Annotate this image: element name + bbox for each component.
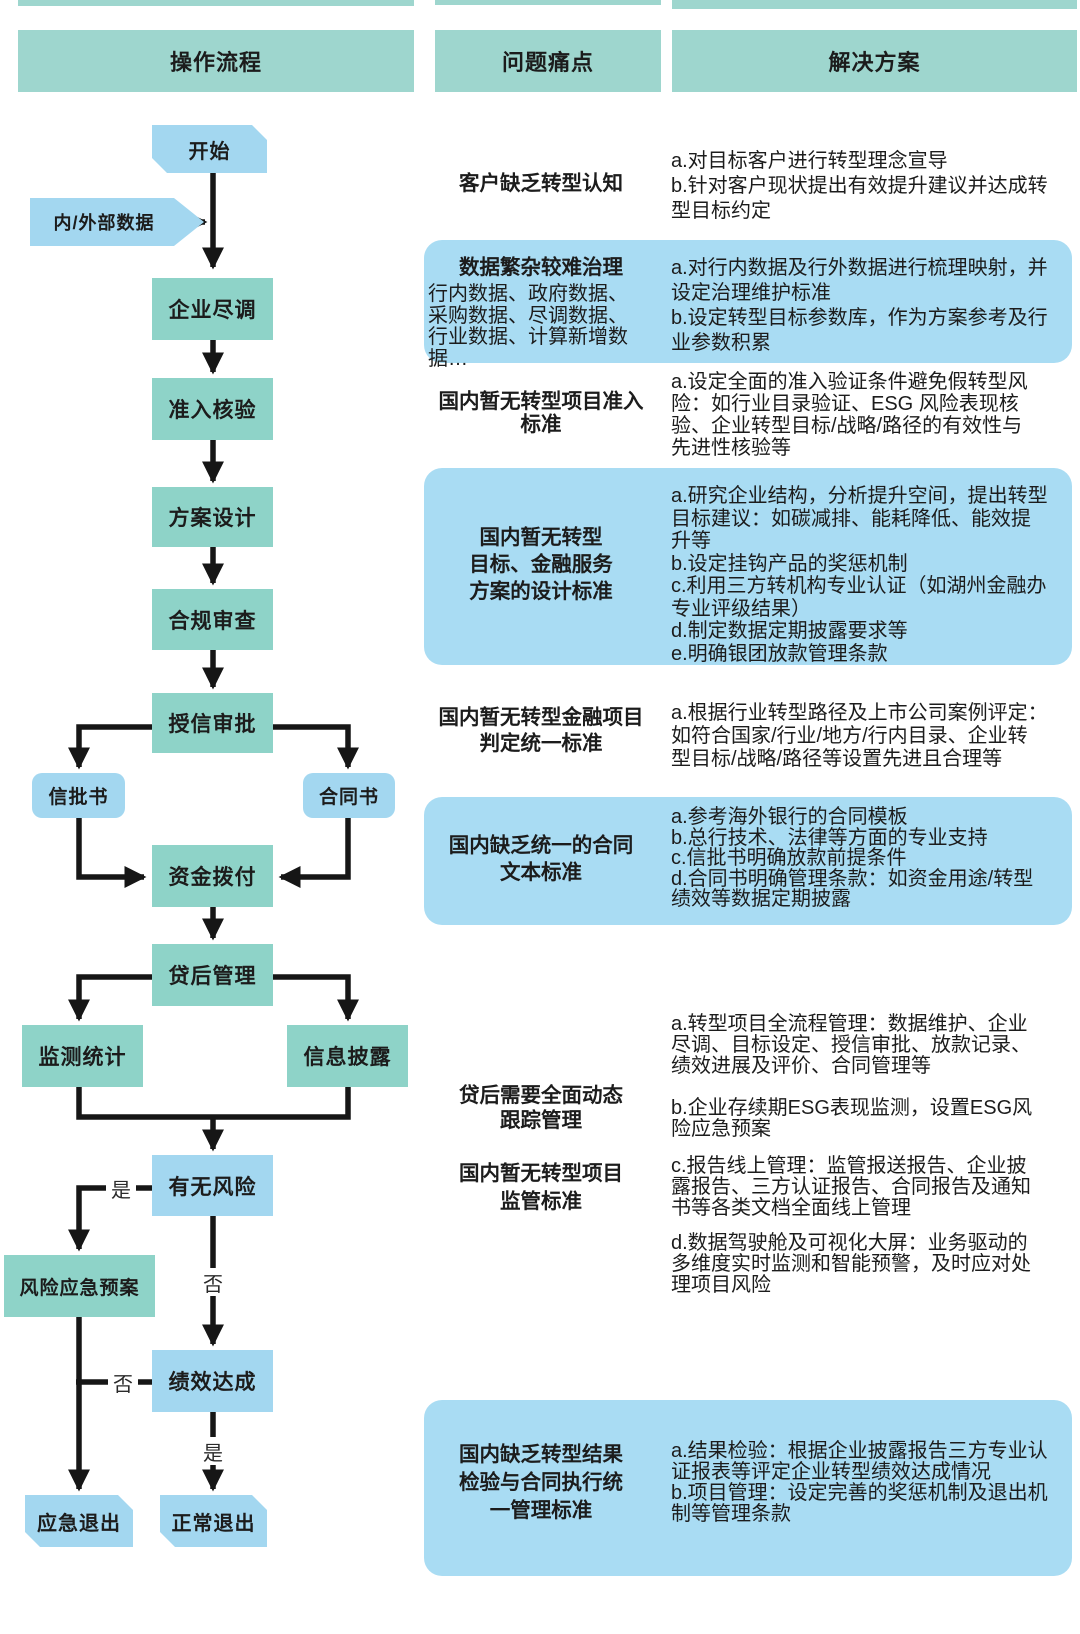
highlight-container-result-standard [424,1400,1072,1576]
pain-customer-awareness: 客户缺乏转型认知 [459,172,623,195]
top-sliver-right [672,0,1077,9]
solution-judgement-standard: a.根据行业转型路径及上市公司案例评定：如符合国家/行业/地方/行内目录、企业转… [671,702,1048,770]
pain-data-governance-title: 数据繁杂较难治理 [459,256,623,279]
solution-post-loan-a: a.转型项目全流程管理：数据维护、企业尽调、目标设定、授信审批、放款记录、绩效进… [671,1013,1031,1077]
solution-design-standard: a.研究企业结构，分析提升空间，提出转型目标建议：如碳减排、能耗降低、能效提升等… [671,485,1048,665]
node-external-data: 内/外部数据 [30,198,204,246]
node-post-loan-management: 贷后管理 [152,944,273,1006]
highlight-container-contract-standard [424,797,1072,925]
pain-judgement-standard: 国内暂无转型金融项目判定统一标准 [438,706,644,755]
node-contract: 合同书 [303,773,395,818]
node-due-diligence: 企业尽调 [152,278,273,340]
edge-label-no-risk: 否 [198,1268,228,1296]
node-risk-emergency-plan: 风险应急预案 [4,1255,155,1317]
node-normal-exit: 正常退出 [160,1495,267,1547]
pain-supervision-standard: 国内暂无转型项目监管标准 [459,1162,623,1213]
solution-post-loan-b: b.企业存续期ESG表现监测，设置ESG风险应急预案 [671,1097,1033,1140]
pain-design-standard: 国内暂无转型目标、金融服务方案的设计标准 [469,526,613,603]
node-plan-design: 方案设计 [152,487,273,547]
node-compliance-review: 合规审查 [152,589,273,650]
node-start: 开始 [152,125,267,173]
edge-label-yes-risk: 是 [106,1174,136,1202]
node-performance-achieved: 绩效达成 [152,1350,273,1412]
node-risk-decision: 有无风险 [152,1155,273,1216]
pain-contract-standard: 国内缺乏统一的合同文本标准 [448,834,634,884]
edge-label-yes-performance: 是 [198,1437,228,1465]
header-solutions: 解决方案 [672,30,1077,92]
top-sliver-middle [435,0,661,5]
edge-label-no-performance: 否 [108,1368,138,1396]
node-emergency-exit: 应急退出 [25,1495,133,1547]
node-monitoring-stats: 监测统计 [22,1025,143,1087]
solution-post-loan-d: d.数据驾驶舱及可视化大屏：业务驱动的多维度实时监测和智能预警，及时应对处理项目… [671,1232,1031,1296]
node-fund-disbursement: 资金拨付 [152,845,273,907]
header-process: 操作流程 [18,30,414,92]
node-credit-letter: 信批书 [32,773,125,818]
solution-post-loan-c: c.报告线上管理：监管报送报告、企业披露报告、三方认证报告、合同报告及通知书等各… [671,1155,1031,1219]
node-info-disclosure: 信息披露 [287,1025,408,1087]
highlight-container-data-governance [424,240,1072,363]
pain-result-standard: 国内缺乏转型结果检验与合同执行统一管理标准 [459,1443,623,1522]
pain-post-loan-tracking: 贷后需要全面动态跟踪管理 [459,1084,623,1132]
highlight-container-design-standard [424,468,1072,665]
pain-access-standard: 国内暂无转型项目准入标准 [438,390,644,436]
pain-data-governance: 数据繁杂较难治理 行内数据、政府数据、采购数据、尽调数据、行业数据、计算新增数据… [428,250,654,370]
node-access-check: 准入核验 [152,378,273,440]
header-pain-points: 问题痛点 [435,30,661,92]
pain-data-governance-detail: 行内数据、政府数据、采购数据、尽调数据、行业数据、计算新增数据… [428,283,628,370]
solution-access-standard: a.设定全面的准入验证条件避免假转型风险：如行业目录验证、ESG 风险表现核验、… [671,371,1028,459]
top-sliver-left [18,0,414,6]
node-credit-approval: 授信审批 [152,693,273,753]
